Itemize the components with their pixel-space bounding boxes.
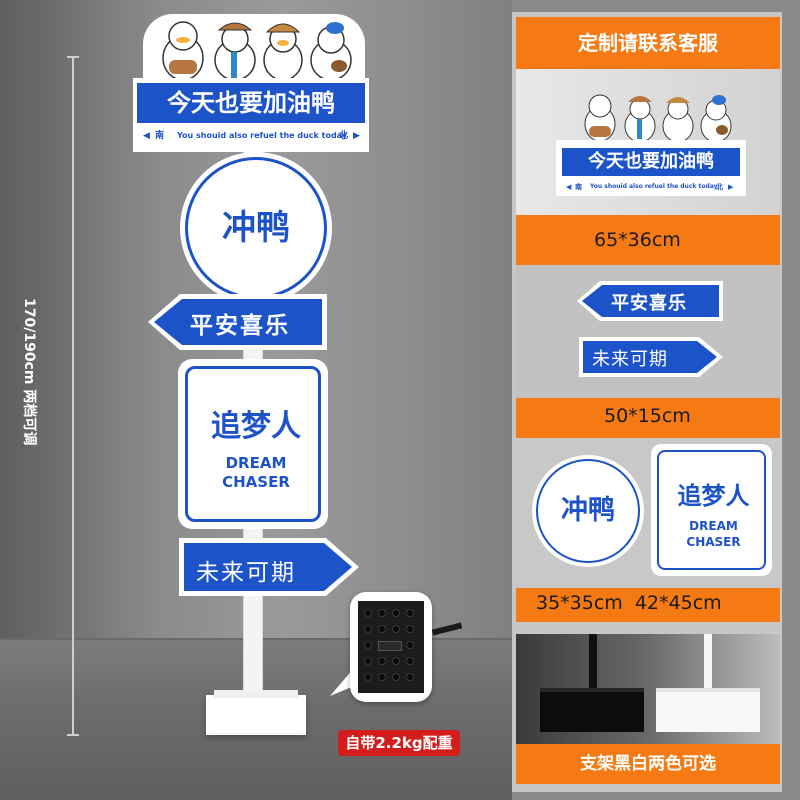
white-stand-base <box>656 688 760 732</box>
arrow-sign-left-text: 平安喜乐 <box>190 313 290 339</box>
square-sign-border: 追梦人 DREAM CHASER <box>185 366 321 522</box>
mini-square-line1: DREAM <box>689 519 738 533</box>
plate-hole <box>392 625 400 633</box>
arrow-sign-right-text: 未来可期 <box>196 560 296 586</box>
size-label-arrows: 50*15cm <box>604 405 691 427</box>
mini-top-sign-title: 今天也要加油鸭 <box>562 148 740 176</box>
top-sign-english: You shouid also refuel the duck today <box>177 131 348 140</box>
square-sign-line1: DREAM <box>225 454 287 472</box>
plate-hole <box>364 625 372 633</box>
mini-duck-illustration <box>584 94 732 143</box>
panel-footer: 支架黑白两色可选 <box>516 744 780 784</box>
top-sign-title: 今天也要加油鸭 <box>137 83 365 123</box>
duck-mascots-illustration <box>162 21 352 81</box>
size-label-shapes: 35*35cm 42*45cm <box>536 592 722 614</box>
mini-arrow-sign-right <box>579 337 723 377</box>
plate-hole <box>378 673 386 681</box>
plate-hole <box>406 625 414 633</box>
weight-label: 自带2.2kg配重 <box>338 730 460 756</box>
dimension-tick-bottom <box>67 734 79 736</box>
top-sign-subline: ◀ 南 You shouid also refuel the duck toda… <box>137 126 365 146</box>
plate-hole <box>378 657 386 665</box>
mini-arrow-right-text: 未来可期 <box>592 349 668 370</box>
black-stand-pole <box>589 634 597 692</box>
square-sign-line2: CHASER <box>222 473 290 491</box>
mini-square-sign: 追梦人 DREAM CHASER <box>651 444 772 576</box>
dimension-tick-top <box>67 56 79 58</box>
mini-direction-north: 北 <box>716 183 723 191</box>
mini-circle-text: 冲鸭 <box>561 495 615 526</box>
size-bar-arrows <box>516 398 780 438</box>
plate-hole <box>364 609 372 617</box>
mini-arrow-left-glyph: ◀ <box>566 183 572 191</box>
mini-square-border: 追梦人 DREAM CHASER <box>657 450 766 570</box>
plate-hole <box>406 641 414 649</box>
direction-north: 北 <box>339 131 349 141</box>
mini-circle-sign: 冲鸭 <box>536 459 640 563</box>
panel-header: 定制请联系客服 <box>516 17 780 69</box>
top-sign: 今天也要加油鸭 ◀ 南 You shouid also refuel the d… <box>133 78 369 152</box>
mini-duck-mascots <box>572 88 740 144</box>
mini-arrow-right-glyph: ▶ <box>728 183 734 191</box>
weight-plate <box>358 601 424 693</box>
size-bar-top <box>516 215 780 265</box>
plate-hole <box>364 641 372 649</box>
circle-sign: 冲鸭 <box>185 157 327 299</box>
plate-hole <box>392 673 400 681</box>
black-stand-base <box>540 688 644 732</box>
plate-hole <box>378 625 386 633</box>
mini-square-title: 追梦人 <box>677 482 750 510</box>
square-sign: 追梦人 DREAM CHASER <box>178 359 328 529</box>
duck-mascot-header <box>143 14 365 84</box>
size-label-top: 65*36cm <box>594 229 681 251</box>
plate-hole <box>364 673 372 681</box>
plate-hole <box>364 657 372 665</box>
mini-square-line2: CHASER <box>686 535 741 549</box>
arrow-sign-right <box>179 538 359 596</box>
plate-socket <box>378 641 402 651</box>
mini-top-sign-english: You shouid also refuel the duck today <box>590 183 718 190</box>
plate-hole <box>406 657 414 665</box>
white-stand-pole <box>704 634 712 692</box>
plate-hole <box>392 609 400 617</box>
arrow-sign-left <box>148 294 327 350</box>
mini-direction-south: 南 <box>575 183 582 191</box>
arrow-right-glyph: ▶ <box>353 131 360 141</box>
sign-base-top <box>214 690 298 698</box>
circle-sign-text: 冲鸭 <box>222 208 290 248</box>
mini-arrow-sign-left <box>577 281 723 321</box>
dimension-line <box>72 57 74 735</box>
weight-plate-callout <box>350 592 432 702</box>
plate-hole <box>392 657 400 665</box>
mini-top-sign-subline: ◀ 南 You shouid also refuel the duck toda… <box>562 180 740 194</box>
callout-pointer <box>330 668 354 696</box>
arrow-left-glyph: ◀ <box>143 131 150 141</box>
plate-hole <box>378 609 386 617</box>
dimension-label: 170/190cm 两档可调 <box>21 298 37 446</box>
sign-base <box>206 695 306 735</box>
plate-hole <box>406 609 414 617</box>
square-sign-title: 追梦人 <box>211 409 301 444</box>
mini-arrow-left-text: 平安喜乐 <box>611 293 687 314</box>
direction-south: 南 <box>155 131 165 141</box>
size-bar-shapes <box>516 588 780 622</box>
plate-hole <box>406 673 414 681</box>
